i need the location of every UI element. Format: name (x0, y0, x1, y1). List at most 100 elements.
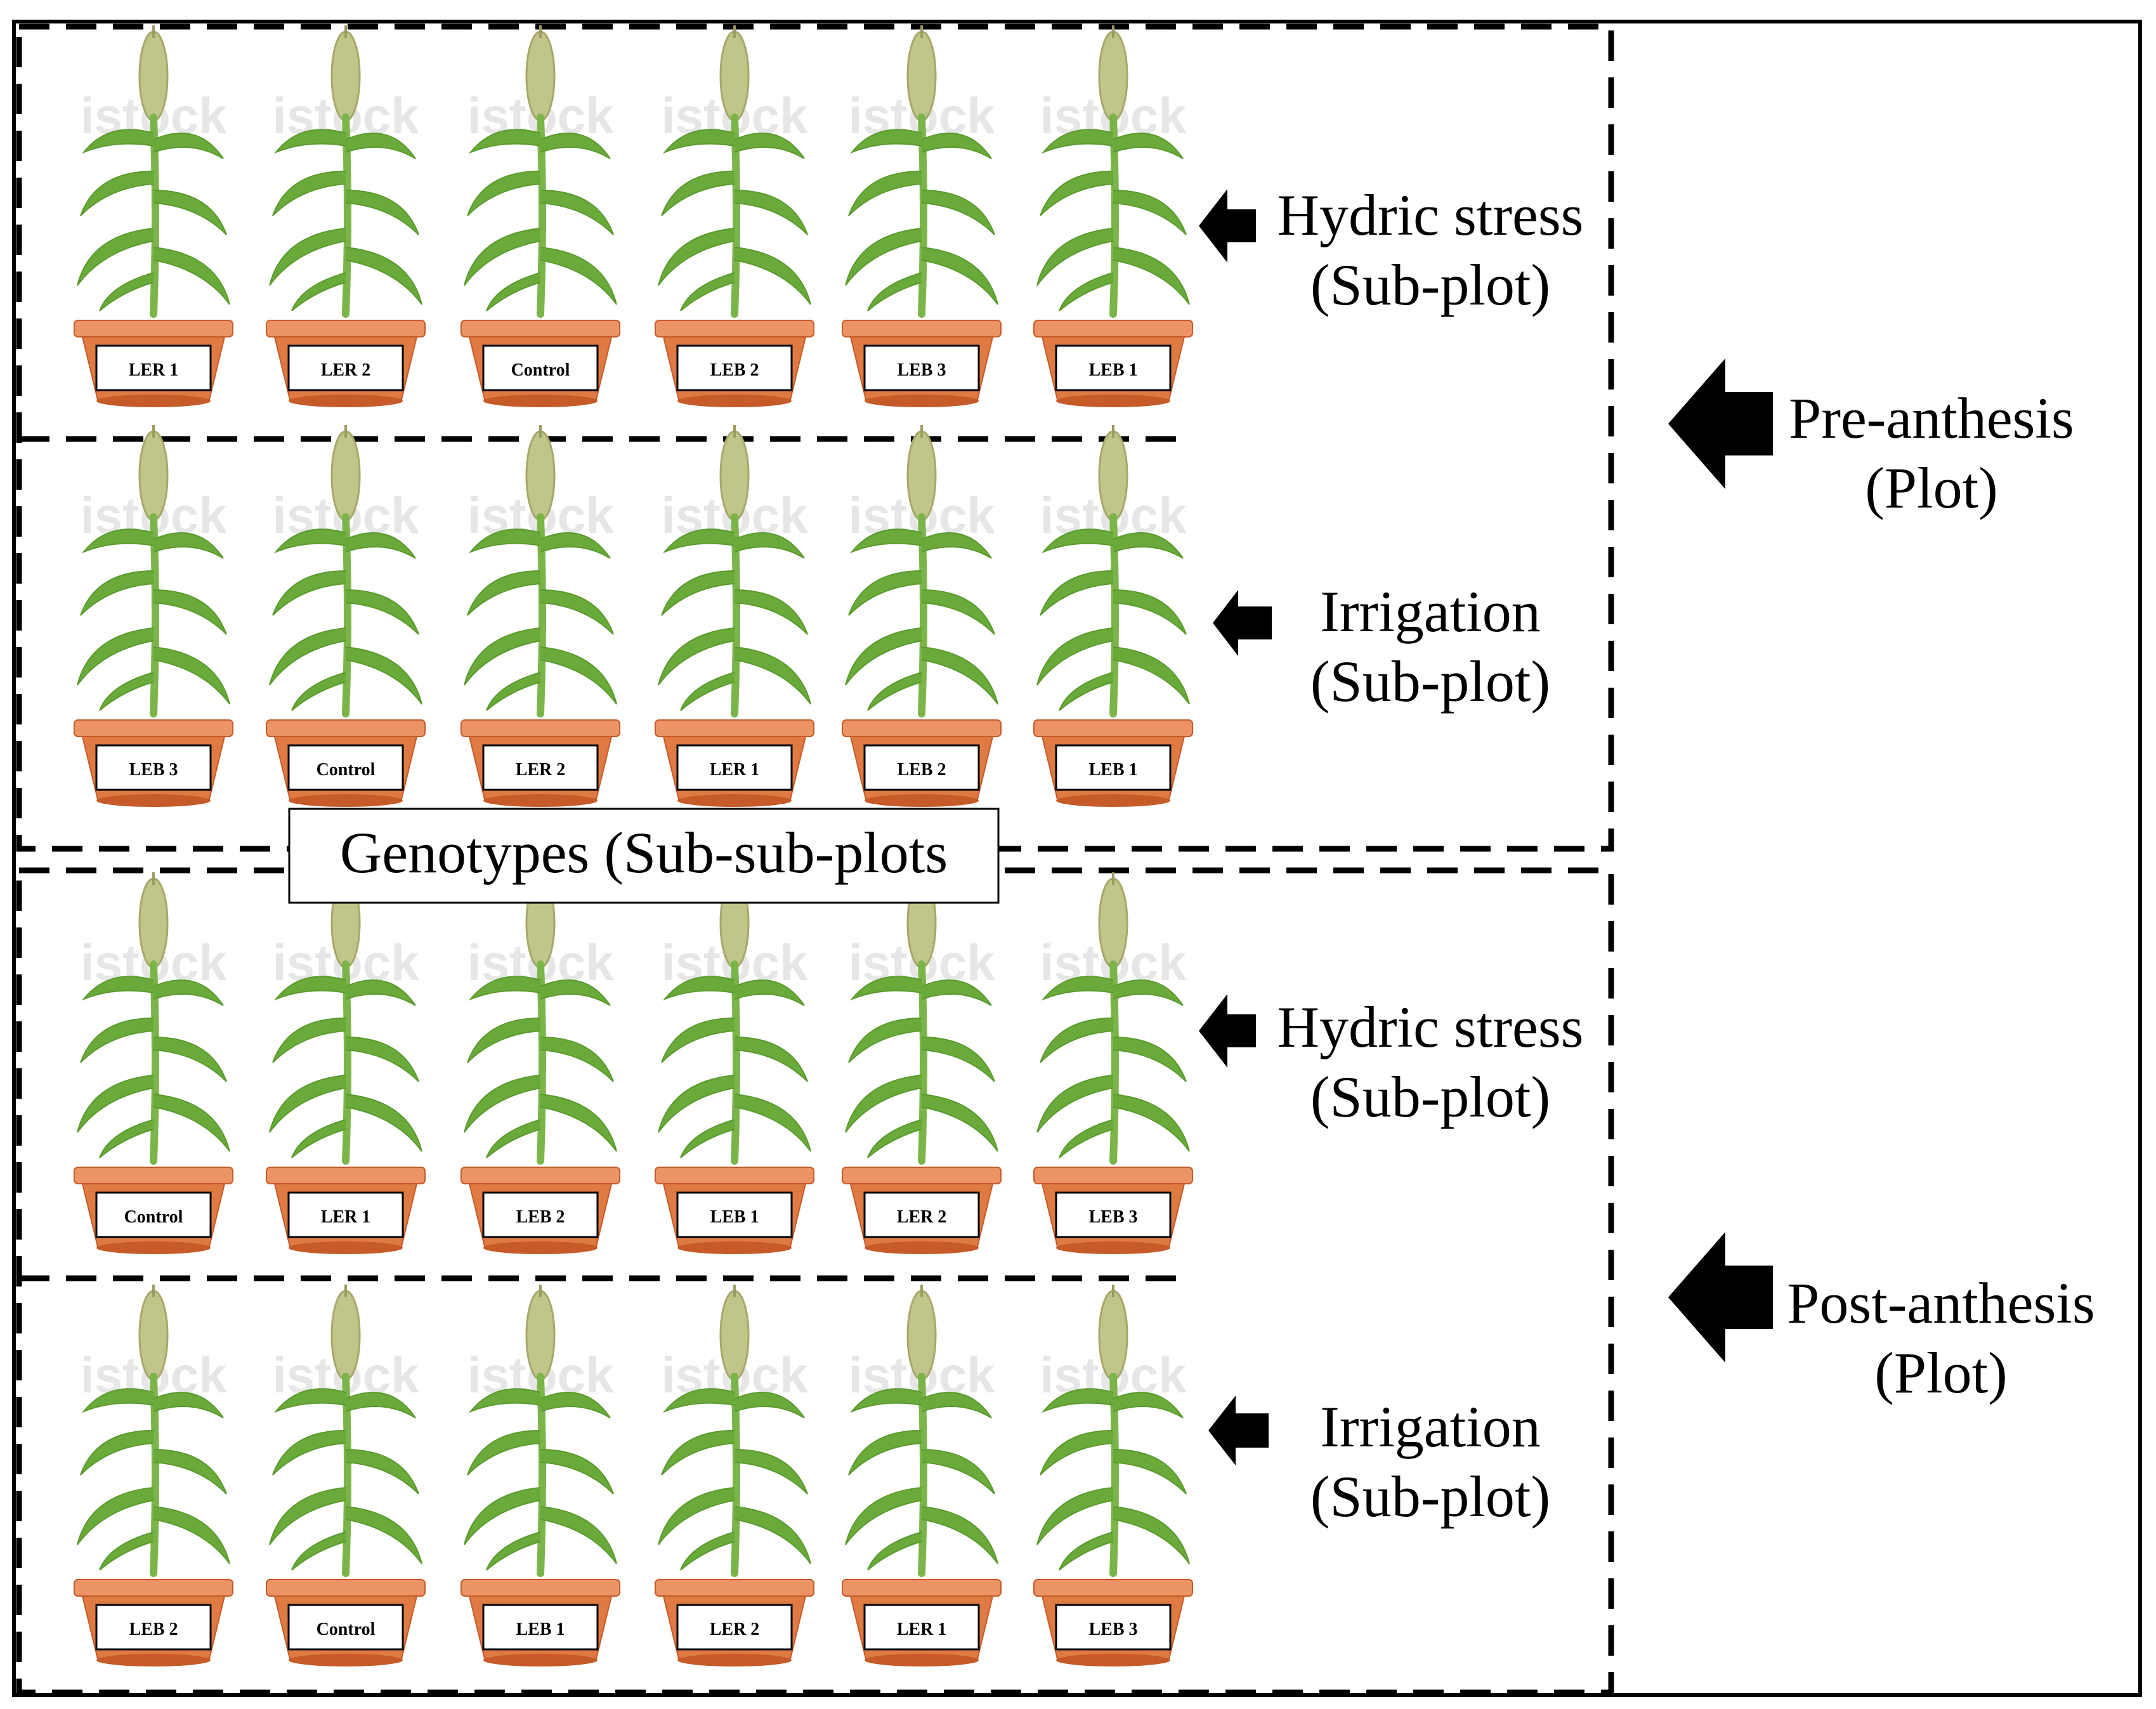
pot-rim (461, 320, 620, 337)
leaf (849, 976, 922, 1001)
leaf (81, 129, 154, 154)
panicle-icon (138, 1290, 169, 1381)
potted-plant: istockLEB 3 (74, 425, 233, 807)
plot-label-line2: (Plot) (1874, 1340, 2008, 1405)
leaf (662, 1388, 735, 1413)
leaf (661, 171, 735, 216)
leaf (345, 979, 416, 1006)
leaf (734, 979, 805, 1006)
plot-label-line1: Post-anthesis (1787, 1271, 2095, 1335)
leaf (845, 1075, 922, 1133)
leaf (680, 272, 735, 311)
pot-rim (74, 1579, 233, 1597)
pot-rim (842, 1167, 1002, 1184)
genotype-label: Control (317, 1620, 376, 1639)
leaf (540, 646, 617, 705)
panicle-icon (1098, 1290, 1128, 1381)
leaf (81, 528, 154, 554)
leaf (680, 1119, 735, 1158)
leaf (921, 1449, 995, 1495)
genotype-label-box (482, 1604, 599, 1651)
leaf (734, 1094, 811, 1152)
potted-plant: istockLER 1 (74, 25, 233, 407)
panicle-icon (906, 1290, 937, 1381)
leaf (345, 1506, 422, 1564)
potted-plant: istockLEB 3 (1033, 872, 1193, 1254)
leaf (153, 247, 230, 305)
genotype-label: LER 2 (516, 760, 566, 780)
leaf (1113, 1037, 1187, 1082)
pot-base (677, 1241, 792, 1254)
leaf (540, 532, 611, 559)
potted-plant: istockControl (461, 25, 620, 407)
genotype-label: LER 1 (129, 360, 179, 380)
leaf (734, 1449, 808, 1495)
pot-base (1056, 1654, 1170, 1666)
pot-base (96, 794, 211, 807)
pot-rim (74, 320, 233, 337)
plant-row: istockLER 1istockLER 2istockControlistoc… (74, 25, 1193, 407)
subplot-label-line1: Hydric stress (1277, 183, 1584, 247)
leaf (153, 532, 224, 559)
plant-row: istockControlistockLER 1istockLEB 2istoc… (74, 872, 1193, 1254)
leaf (486, 672, 541, 711)
leaf (921, 247, 998, 305)
leaf (153, 1094, 230, 1152)
subplot-label-post-irrigation: Irrigation (Sub-plot) (1208, 1394, 1550, 1529)
leaf (345, 1094, 422, 1152)
leaf (921, 646, 998, 705)
panicle-icon (138, 430, 169, 521)
leaf (99, 1119, 154, 1158)
leaf (734, 532, 805, 559)
leaf (291, 1119, 346, 1158)
leaf (153, 589, 227, 635)
genotype-label: LEB 1 (1088, 360, 1137, 380)
leaf (848, 570, 922, 616)
leaf (867, 1531, 922, 1571)
genotype-label: LER 1 (897, 1620, 947, 1639)
leaf (153, 133, 224, 159)
pot-rim (266, 1579, 426, 1597)
plot-label-line1: Pre-anthesis (1789, 386, 2074, 450)
pot-base (1056, 794, 1170, 807)
pot-rim (266, 320, 426, 337)
leaf (921, 589, 995, 635)
genotype-label-box (482, 744, 599, 791)
leaf (99, 672, 154, 711)
panicle-icon (330, 30, 361, 122)
panicle-icon (138, 877, 169, 969)
leaf (272, 171, 346, 216)
leaf (486, 1119, 541, 1158)
leaf (848, 1018, 922, 1063)
leaf (273, 528, 346, 554)
pot-rim (842, 1579, 1002, 1597)
panicle-icon (719, 30, 750, 122)
plot-box-post-anthesis (16, 867, 1614, 1696)
leaf (468, 976, 541, 1001)
plants-layer: istockLER 1istockLER 2istockControlistoc… (74, 25, 1193, 1666)
small-arrow-icon (1199, 189, 1256, 263)
leaf (153, 646, 230, 705)
leaf (921, 532, 992, 559)
genotype-label: LEB 3 (1088, 1620, 1137, 1639)
leaf (153, 979, 224, 1006)
leaf (269, 1075, 346, 1133)
pot-base (677, 794, 792, 807)
leaf (848, 171, 922, 216)
large-arrow-icon (1668, 1232, 1773, 1363)
genotype-label: LEB 1 (1088, 760, 1137, 780)
subplot-label-line1: Irrigation (1320, 579, 1540, 644)
leaf (81, 1388, 154, 1413)
plot-label-line2: (Plot) (1865, 455, 1998, 520)
leaf (849, 129, 922, 154)
leaf (845, 228, 922, 286)
leaf (867, 272, 922, 311)
leaf (1113, 247, 1190, 305)
genotype-label-box (863, 1191, 980, 1238)
pot-base (96, 1241, 211, 1254)
potted-plant: istockLEB 2 (461, 872, 620, 1254)
pot-base (96, 395, 211, 407)
potted-plant: istockControl (266, 425, 426, 807)
leaf (291, 1531, 346, 1571)
leaf (1041, 1388, 1114, 1413)
